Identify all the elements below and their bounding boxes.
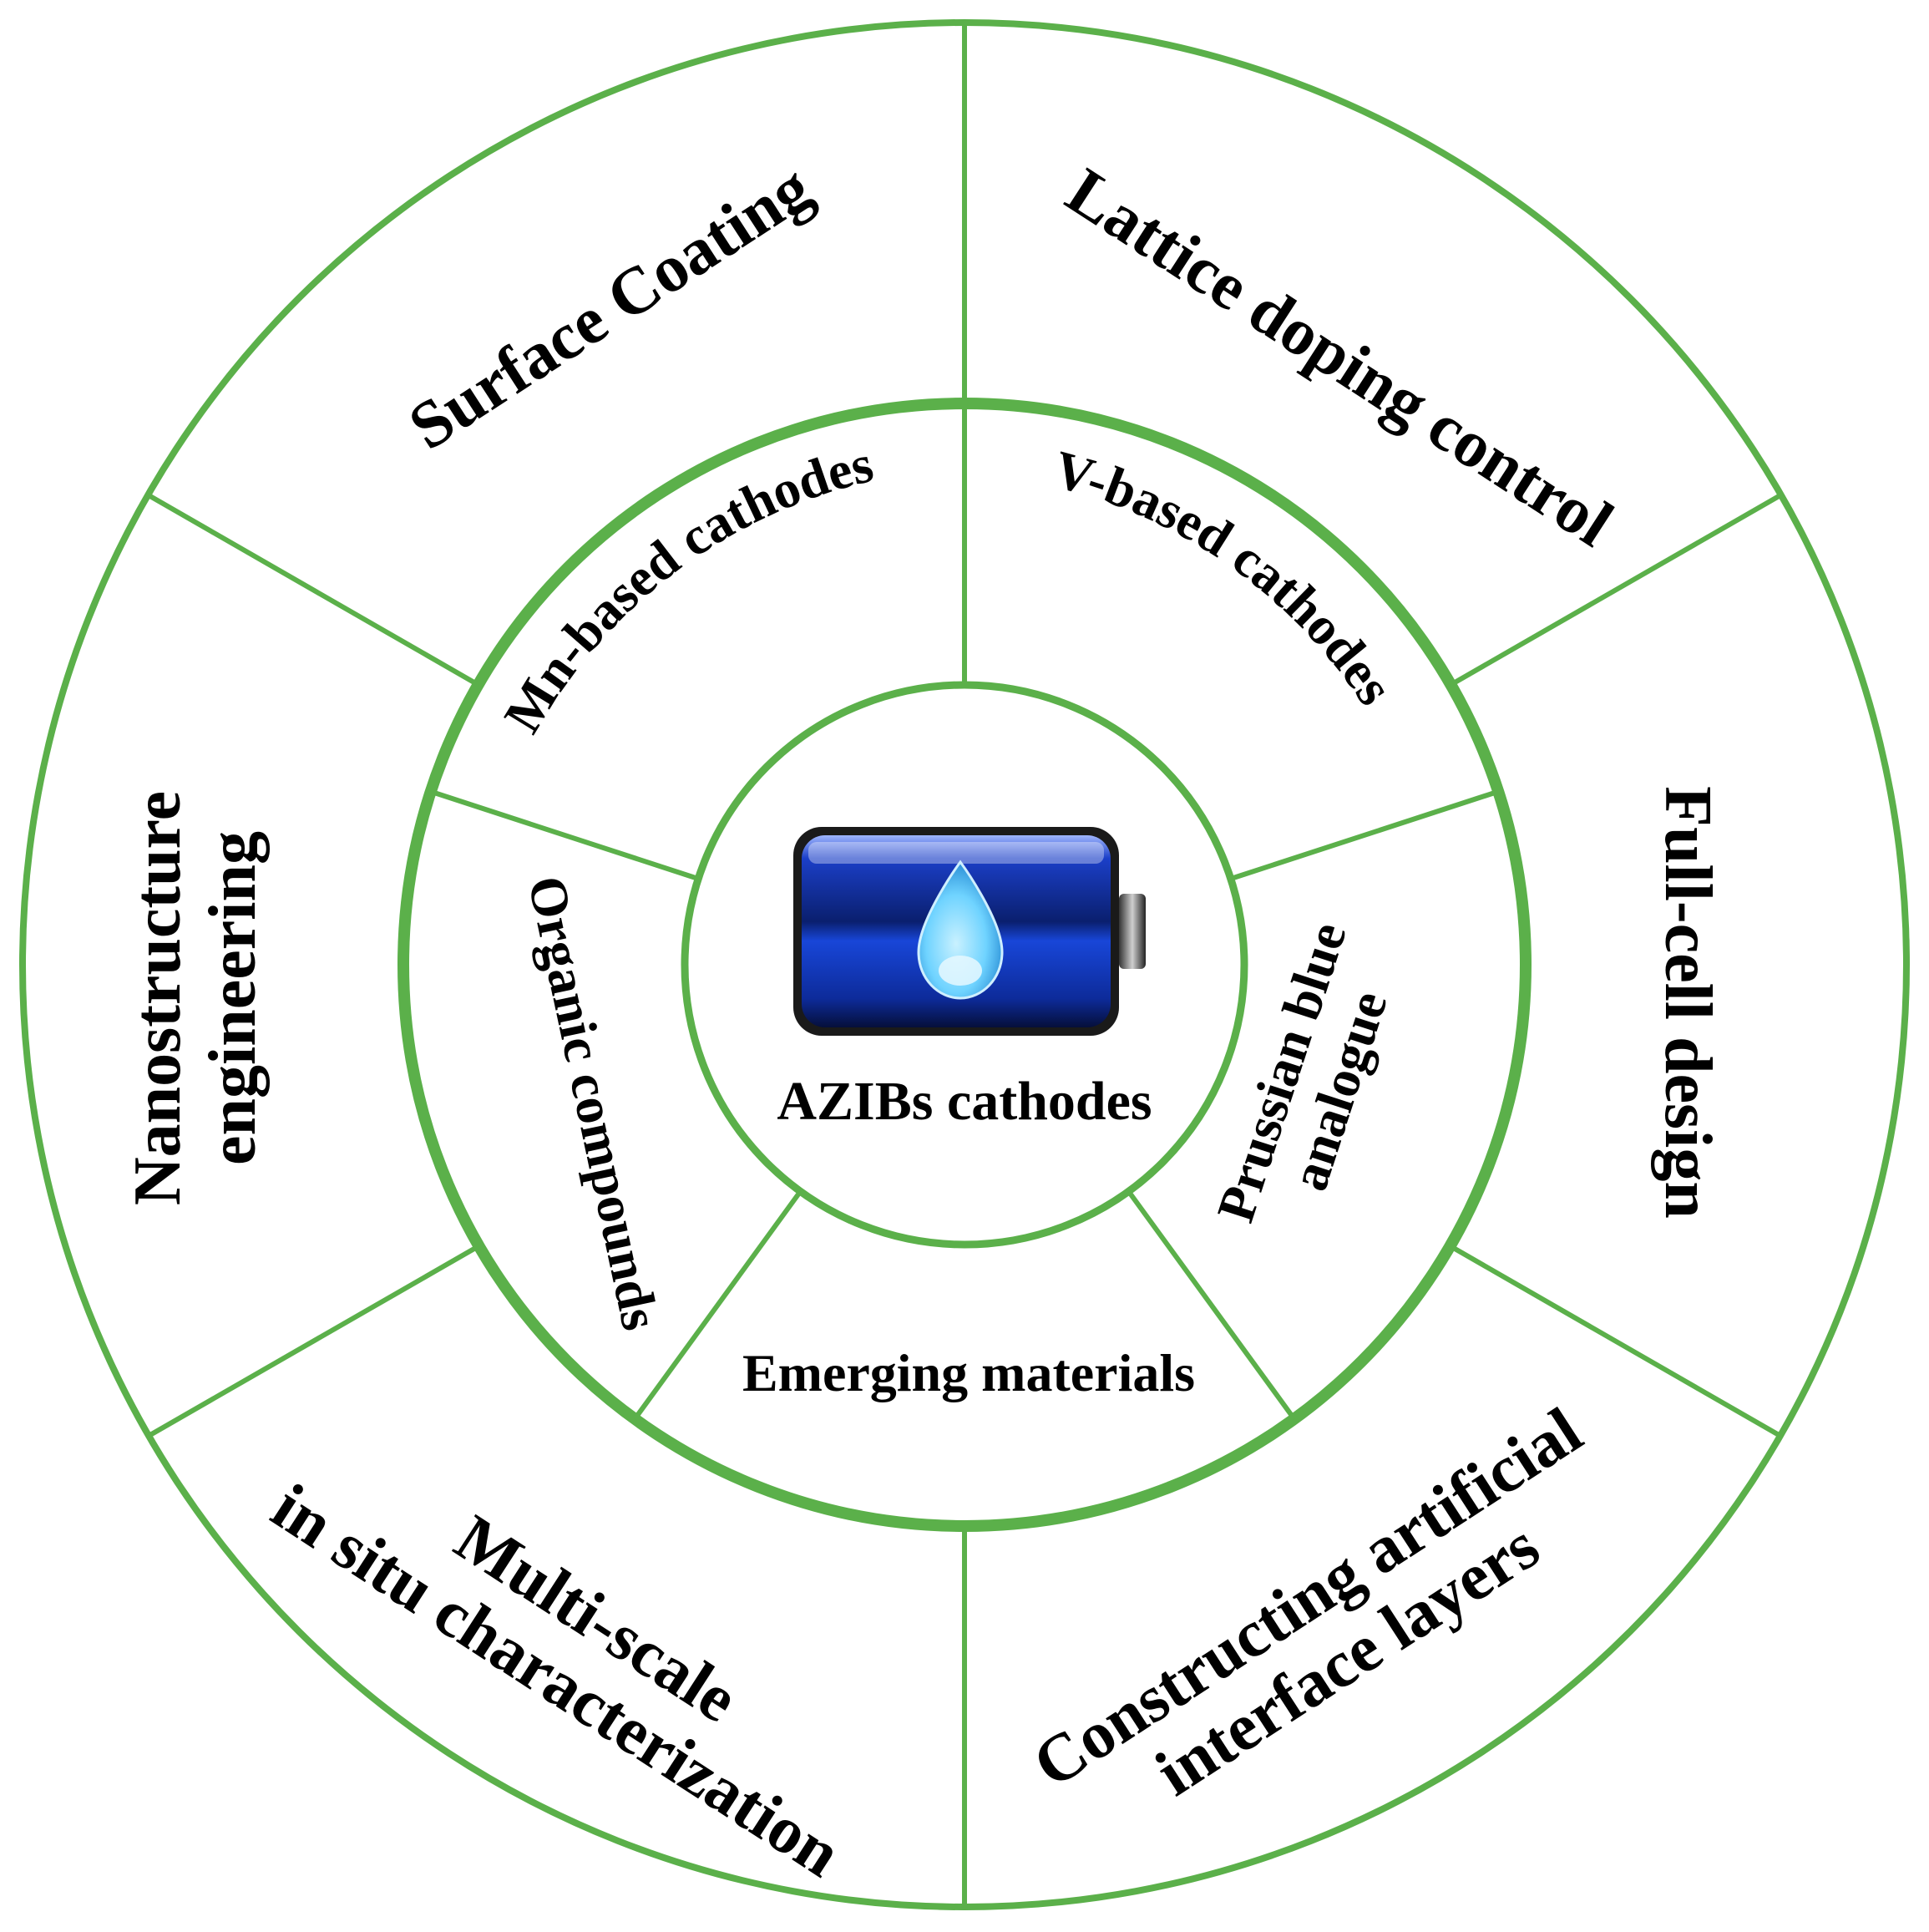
inner-label-organic: Organic compounds bbox=[517, 871, 671, 1336]
outer-label-nanostructure: Nanostructure engineering bbox=[121, 791, 270, 1205]
svg-text:Organic compounds: Organic compounds bbox=[517, 871, 671, 1336]
outer-label-artificial-interface: Constructing artificial interface layers bbox=[1020, 1394, 1594, 1810]
svg-text:Surface Coating: Surface Coating bbox=[397, 151, 824, 464]
outer-label-multiscale: Multi-scale in situ characterization bbox=[260, 1470, 853, 1892]
outer-divider-upper-left bbox=[147, 493, 480, 687]
outer-divider-lower-left bbox=[147, 1244, 480, 1438]
svg-text:Nanostructure: Nanostructure bbox=[121, 791, 195, 1205]
outer-divider-lower-right bbox=[1449, 1244, 1782, 1438]
outer-label-surface-coating: Surface Coating bbox=[397, 151, 824, 464]
center-label: AZIBs cathodes bbox=[777, 1071, 1152, 1132]
inner-label-emerging: Emerging materials bbox=[742, 1343, 1195, 1402]
inner-divider-lower-right bbox=[1127, 1190, 1297, 1421]
battery-water-drop-icon bbox=[793, 827, 1146, 1036]
inner-divider-right bbox=[1230, 790, 1496, 881]
inner-label-v: V-based cathodes bbox=[1048, 439, 1405, 715]
outer-label-full-cell: Full-cell design bbox=[1651, 786, 1724, 1219]
inner-label-prussian: Prussian blue analogue bbox=[1205, 915, 1398, 1229]
outer-divider-upper-right bbox=[1449, 493, 1782, 687]
svg-text:Full-cell design: Full-cell design bbox=[1651, 786, 1724, 1219]
inner-divider-left bbox=[433, 790, 699, 881]
svg-text:engineering: engineering bbox=[196, 831, 270, 1165]
inner-divider-lower-left bbox=[632, 1190, 802, 1421]
